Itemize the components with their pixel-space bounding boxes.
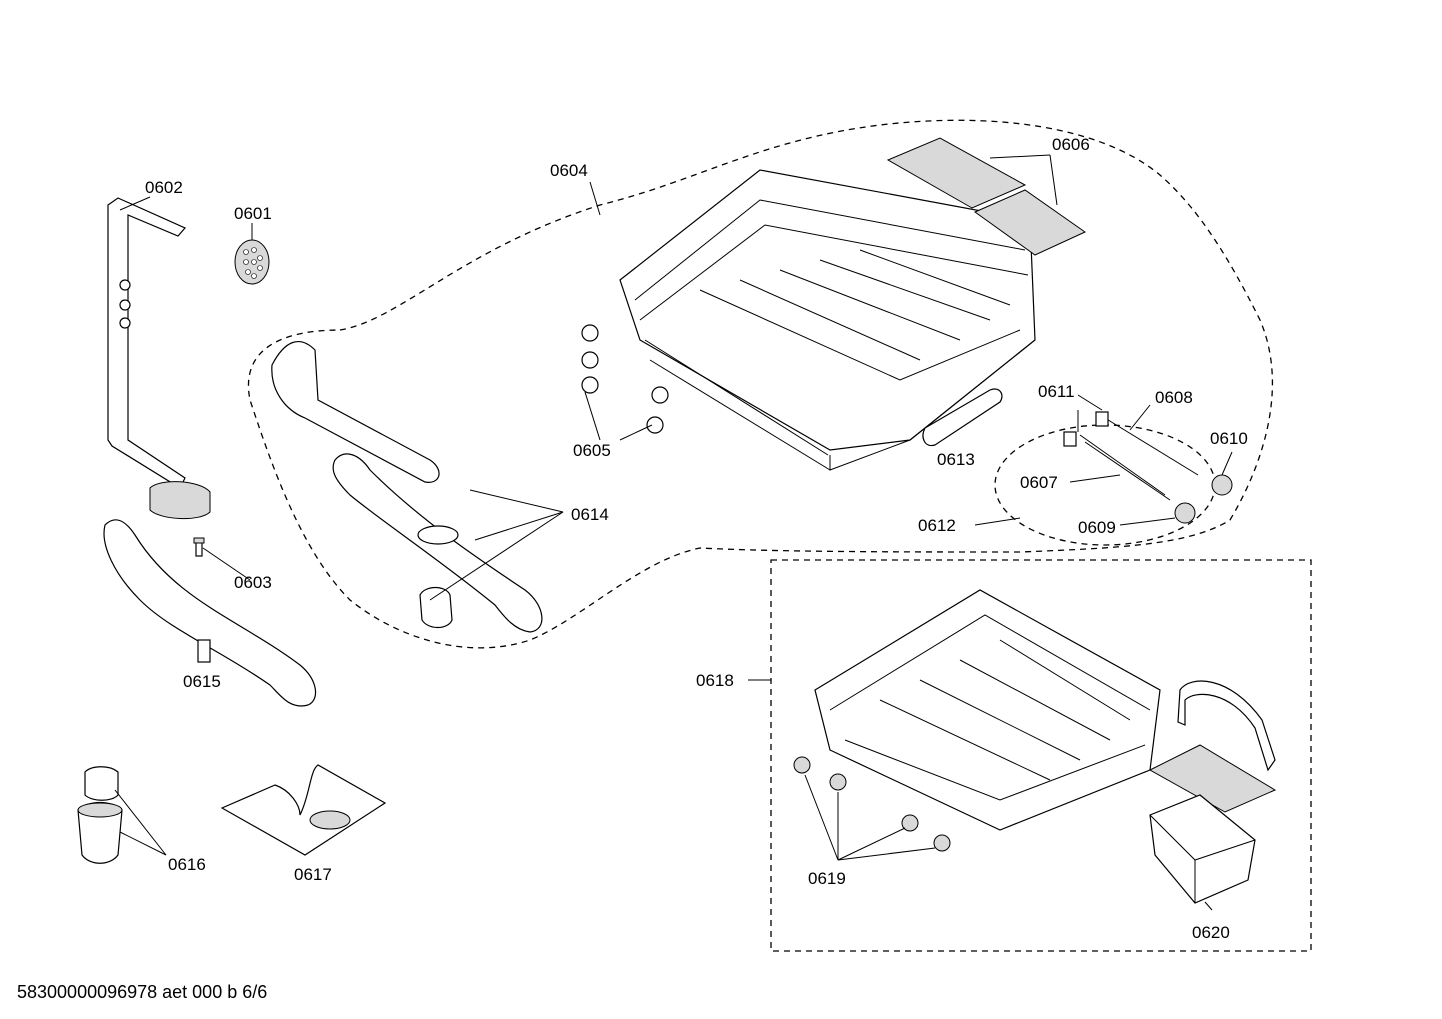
spray-pipe-0602 xyxy=(107,197,211,520)
basket-handle-0613 xyxy=(922,388,1003,447)
part-label-0617: 0617 xyxy=(294,865,332,884)
rack-rails-0607-0608 xyxy=(1063,411,1199,501)
part-label-0611: 0611 xyxy=(1038,382,1075,401)
part-label-0619: 0619 xyxy=(808,869,846,888)
lower-wheels-0619 xyxy=(793,756,951,852)
part-label-0618: 0618 xyxy=(696,671,734,690)
part-label-0615: 0615 xyxy=(183,672,221,691)
part-label-0616: 0616 xyxy=(168,855,206,874)
cup-shelves-0606 xyxy=(886,137,1087,256)
part-label-0614: 0614 xyxy=(571,505,609,524)
part-label-0601: 0601 xyxy=(234,204,272,223)
part-label-0602: 0602 xyxy=(145,178,183,197)
part-label-0608: 0608 xyxy=(1155,388,1193,407)
part-label-0606: 0606 xyxy=(1052,135,1090,154)
part-label-0609: 0609 xyxy=(1078,518,1116,537)
part-label-0604: 0604 xyxy=(550,161,588,180)
filters-0616 xyxy=(77,766,123,864)
part-label-0603: 0603 xyxy=(234,573,272,592)
part-label-0620: 0620 xyxy=(1192,923,1230,942)
lower-basket-0618 xyxy=(814,589,1161,831)
basket-wheels-0605 xyxy=(581,324,669,434)
filter-plate-0617 xyxy=(220,764,387,856)
cutlery-basket-0620 xyxy=(1148,680,1277,904)
part-label-0613: 0613 xyxy=(937,450,975,469)
part-label-0610: 0610 xyxy=(1210,429,1248,448)
upper-basket-group-outline xyxy=(247,119,1273,649)
upper-basket-0604 xyxy=(619,169,1036,471)
rail-wheels-0609-0610 xyxy=(1174,474,1233,524)
lower-basket-group-outline xyxy=(770,559,1312,952)
document-code: 58300000096978 aet 000 b 6/6 xyxy=(17,982,267,1002)
part-label-0612: 0612 xyxy=(918,516,956,535)
upper-spray-arm-0614 xyxy=(271,341,543,633)
screw-0603 xyxy=(193,537,205,557)
leader-lines xyxy=(114,154,1233,911)
part-label-0605: 0605 xyxy=(573,441,611,460)
filter-disc-0601 xyxy=(234,239,270,285)
part-label-0607: 0607 xyxy=(1020,473,1058,492)
lower-spray-arm-0615 xyxy=(103,519,317,707)
